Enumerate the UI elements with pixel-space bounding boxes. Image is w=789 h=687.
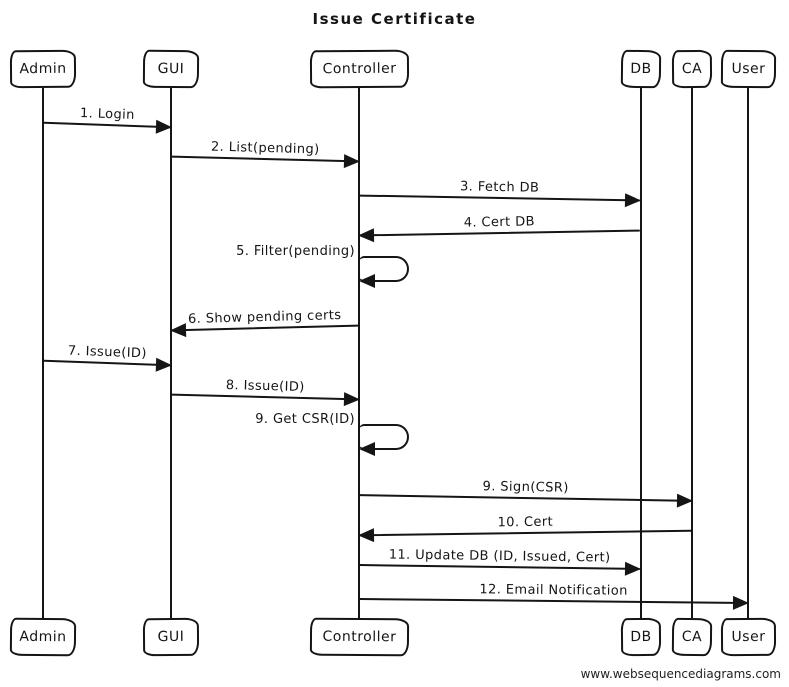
message-9-sign-csr: 9. Sign(CSR) <box>359 479 694 508</box>
arrowhead-right-icon <box>624 193 642 208</box>
lifeline-ca <box>691 88 693 618</box>
message-4-cert-db: 4. Cert DB <box>357 214 640 243</box>
arrowhead-right-icon <box>676 493 694 508</box>
message-label: 5. Filter(pending) <box>236 244 355 259</box>
actor-top-controller: Controller <box>309 49 410 89</box>
self-message-5-filter-pending: 5. Filter(pending) <box>236 244 409 288</box>
lifeline-admin <box>42 88 44 618</box>
arrowhead-right-icon <box>624 561 642 576</box>
actor-top-gui: GUI <box>142 49 200 89</box>
message-12-email-notification: 12. Email Notification <box>359 582 750 611</box>
arrowhead-right-icon <box>732 595 750 611</box>
actor-bottom-ca: CA <box>671 617 713 657</box>
arrowhead-left-icon <box>169 323 187 338</box>
lifeline-gui <box>170 88 172 618</box>
actor-bottom-user: User <box>720 617 777 657</box>
message-3-fetch-db: 3. Fetch DB <box>359 179 642 208</box>
diagram-title: Issue Certificate <box>312 10 477 28</box>
message-label: 12. Email Notification <box>479 582 628 599</box>
self-message-loop <box>359 256 409 282</box>
arrowhead-left-icon <box>359 442 375 456</box>
watermark: www.websequencediagrams.com <box>580 667 781 681</box>
actor-top-db: DB <box>620 49 662 89</box>
message-label: 9. Get CSR(ID) <box>255 412 355 427</box>
actor-bottom-controller: Controller <box>309 617 410 657</box>
arrowhead-left-icon <box>359 274 375 288</box>
lifeline-user <box>747 88 749 618</box>
message-6-show-pending-certs: 6. Show pending certs <box>169 308 359 338</box>
arrowhead-left-icon <box>357 528 375 543</box>
actor-top-admin: Admin <box>9 49 77 89</box>
actor-bottom-db: DB <box>620 617 662 657</box>
arrowhead-right-icon <box>155 357 173 373</box>
actor-top-user: User <box>720 49 777 89</box>
lifeline-controller <box>358 88 360 618</box>
message-label: 1. Login <box>79 106 136 123</box>
actor-top-ca: CA <box>671 49 713 89</box>
self-message-9-get-csr: 9. Get CSR(ID) <box>255 412 409 456</box>
message-1-login: 1. Login <box>43 106 173 135</box>
self-message-loop <box>359 424 409 450</box>
message-11-update-db: 11. Update DB (ID, Issued, Cert) <box>358 547 642 576</box>
message-10-cert: 10. Cert <box>357 515 692 543</box>
actor-bottom-gui: GUI <box>142 617 200 657</box>
arrowhead-right-icon <box>155 119 173 135</box>
arrowhead-left-icon <box>357 228 375 243</box>
lifeline-db <box>640 88 642 618</box>
arrowhead-right-icon <box>343 392 361 407</box>
actor-bottom-admin: Admin <box>9 617 77 657</box>
message-7-issue-id: 7. Issue(ID) <box>43 344 173 373</box>
message-label: 11. Update DB (ID, Issued, Cert) <box>388 547 611 566</box>
message-label: 7. Issue(ID) <box>67 343 148 362</box>
arrowhead-right-icon <box>343 154 361 169</box>
message-8-issue-id: 8. Issue(ID) <box>171 378 361 407</box>
message-2-list-pending: 2. List(pending) <box>171 140 361 169</box>
